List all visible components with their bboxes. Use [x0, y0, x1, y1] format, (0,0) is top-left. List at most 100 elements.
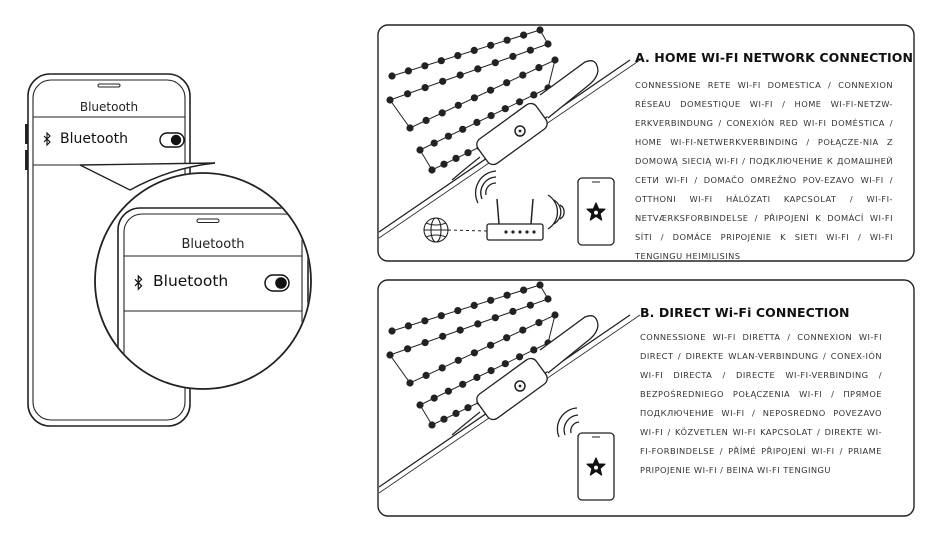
strand-wire	[389, 284, 556, 426]
led-bead	[452, 154, 460, 162]
led-bead	[520, 31, 528, 39]
led-bead	[404, 67, 412, 75]
led-bead	[422, 371, 430, 379]
led-bead	[487, 86, 495, 94]
bluetooth-icon	[134, 274, 143, 291]
wifi-signal-icon	[556, 407, 580, 438]
led-bead	[430, 394, 438, 402]
led-bead	[388, 72, 396, 80]
led-bead	[444, 132, 452, 140]
magnifier-callout	[79, 162, 216, 191]
led-bead	[464, 149, 472, 157]
led-bead	[519, 326, 527, 334]
star-app-logo-icon	[586, 202, 606, 221]
panel-a-title: A. HOME WI-FI NETWORK CONNECTION	[635, 50, 914, 65]
led-bead	[526, 46, 535, 54]
led-bead	[487, 112, 495, 120]
led-bead	[470, 94, 478, 102]
led-bead	[404, 345, 412, 353]
led-bead	[416, 401, 424, 409]
led-bead	[519, 71, 527, 79]
led-bead	[487, 296, 495, 304]
led-bead	[416, 146, 424, 154]
smartphone-icon	[577, 177, 615, 246]
led-bead	[440, 160, 448, 168]
led-bead	[487, 41, 495, 49]
led-bead	[421, 84, 429, 92]
led-bead	[470, 46, 478, 55]
led-bead	[439, 332, 447, 340]
led-bead	[491, 314, 499, 322]
led-bead	[437, 312, 445, 320]
led-bead	[444, 387, 452, 395]
bluetooth-icon	[43, 131, 51, 147]
led-bead	[430, 139, 438, 147]
toggle-switch-icon[interactable]	[264, 274, 290, 292]
led-bead	[456, 326, 464, 334]
router-icon	[486, 198, 544, 241]
led-bead	[503, 334, 511, 342]
led-bead	[428, 421, 436, 429]
led-bead	[456, 71, 464, 79]
globe-icon	[423, 217, 449, 243]
magnified-screen-title: Bluetooth	[181, 237, 245, 252]
led-bead	[509, 52, 517, 61]
panel-a-illustration	[379, 26, 641, 246]
led-bead	[487, 341, 495, 349]
led-bead	[551, 56, 559, 64]
toggle-switch-icon[interactable]	[159, 132, 185, 148]
led-bead	[464, 404, 472, 412]
panel-b-title: B. DIRECT Wi-Fi CONNECTION	[640, 305, 850, 320]
led-bead	[428, 166, 436, 174]
led-controller-icon	[451, 315, 599, 436]
led-bead	[438, 364, 446, 372]
led-bead	[437, 57, 445, 65]
led-bead	[386, 351, 394, 359]
led-bead	[474, 65, 482, 73]
led-bead	[516, 353, 524, 361]
led-bead	[535, 64, 543, 72]
led-bead	[421, 317, 429, 325]
panel-a-body: CONNESSIONE RETE WI-FI DOMESTICA / CONNE…	[635, 80, 893, 261]
led-bead	[406, 379, 414, 387]
panel-b-frame	[377, 279, 915, 517]
phone-side-button	[25, 124, 28, 144]
led-bead	[501, 360, 509, 368]
led-bead	[474, 320, 482, 328]
led-controller-icon	[451, 60, 599, 181]
led-bead	[438, 109, 446, 117]
led-bead	[487, 367, 495, 375]
led-bead	[421, 339, 429, 347]
magnified-bluetooth-label: Bluetooth	[153, 272, 229, 290]
led-bead	[503, 79, 511, 87]
led-bead	[454, 52, 462, 60]
led-bead	[536, 26, 544, 34]
led-bead	[530, 91, 538, 99]
panel-a-frame	[377, 24, 915, 262]
led-bead	[470, 349, 478, 357]
led-bead	[422, 116, 430, 124]
led-bead	[454, 101, 462, 109]
led-bead	[536, 281, 544, 289]
led-bead	[459, 380, 467, 388]
phone-side-button	[25, 150, 28, 170]
led-bead	[491, 59, 499, 67]
led-bead	[526, 301, 535, 309]
led-bead	[406, 124, 414, 132]
led-bead	[404, 90, 412, 98]
led-bead	[503, 36, 511, 44]
strand-wire	[389, 29, 556, 171]
smartphone-icon	[577, 432, 615, 501]
led-bead	[520, 286, 528, 294]
led-bead	[440, 415, 448, 423]
led-bead	[454, 307, 462, 315]
led-bead	[503, 291, 511, 299]
phone-screen-title: Bluetooth	[79, 100, 139, 114]
led-bead	[544, 40, 552, 48]
phone-speaker	[97, 83, 121, 88]
led-bead	[535, 319, 543, 327]
led-bead	[470, 301, 478, 309]
led-bead	[421, 62, 429, 70]
star-app-logo-icon	[586, 457, 606, 476]
phone-bluetooth-label: Bluetooth	[60, 131, 128, 147]
